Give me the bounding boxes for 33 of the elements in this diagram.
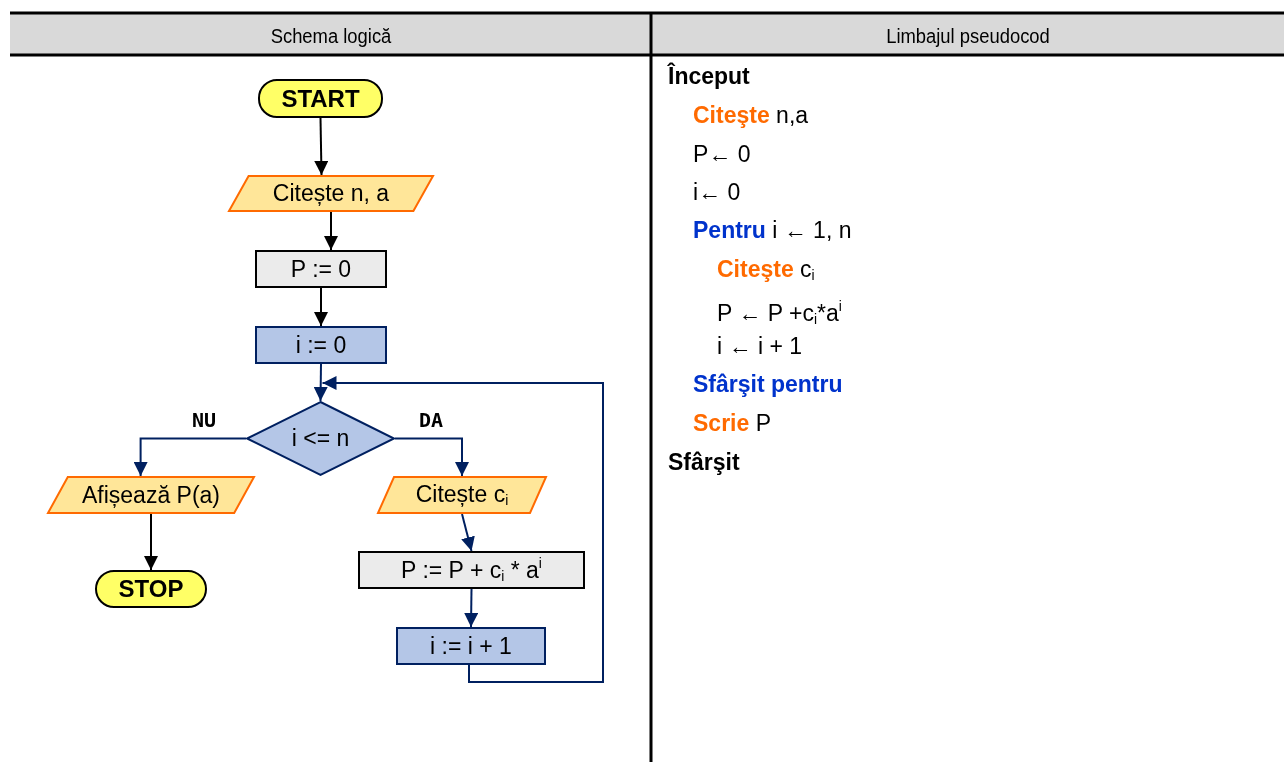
arrow xyxy=(313,363,328,402)
process-box: P := P + c$_{i}$ * a$^{i}$ xyxy=(358,551,585,589)
pseudocode-line: Sfârşit pentru xyxy=(693,370,843,398)
input-output-parallelogram: Citește c$_{i}$ xyxy=(377,476,547,514)
pseudocode-line: Scrie P xyxy=(693,409,771,437)
pseudocode-line: P← 0 xyxy=(693,140,751,168)
arrow xyxy=(324,211,338,251)
pseudocode-line: Citeşte c$_{i}$ xyxy=(717,255,815,286)
pseudocode-line: i ← i + 1 xyxy=(717,332,802,360)
arrow xyxy=(461,513,475,552)
process-box: P := 0 xyxy=(255,250,387,288)
arrow xyxy=(321,376,604,683)
terminal-box: START xyxy=(258,79,383,118)
column-header: Schema logică xyxy=(269,24,393,49)
arrow xyxy=(133,437,247,477)
column-header: Limbajul pseudocod xyxy=(885,24,1051,49)
process-box: i := 0 xyxy=(255,326,387,364)
input-output-parallelogram: Citește n, a xyxy=(228,175,434,212)
arrow xyxy=(464,588,479,628)
pseudocode-line: P ← P +c$_{i}$*a$^{i}$ xyxy=(717,298,842,330)
decision-diamond: i <= n xyxy=(246,401,395,476)
pseudocode-line: Citeşte n,a xyxy=(693,101,809,129)
arrow xyxy=(144,513,158,571)
arrow xyxy=(394,437,469,477)
pseudocode-line: Sfârşit xyxy=(668,448,740,476)
pseudocode-line: i← 0 xyxy=(693,178,741,206)
arrow xyxy=(314,287,328,327)
pseudocode-line: Pentru i ← 1, n xyxy=(693,216,852,244)
process-box: i := i + 1 xyxy=(396,627,546,665)
arrow xyxy=(314,117,329,176)
pseudocode-line: Început xyxy=(668,62,750,90)
terminal-box: STOP xyxy=(95,570,207,608)
input-output-parallelogram: Afișează P(a) xyxy=(47,476,255,514)
